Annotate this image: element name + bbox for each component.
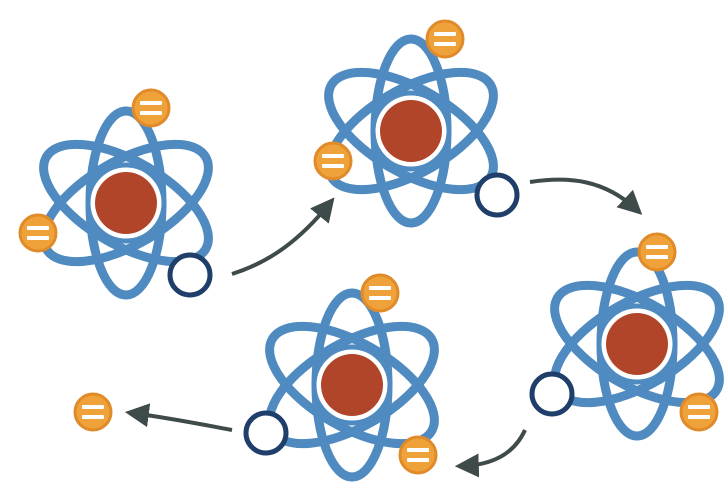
free-electron-icon — [73, 392, 113, 432]
electron-icon — [313, 141, 353, 181]
hole-icon — [167, 252, 213, 298]
arrow-3 — [454, 429, 527, 478]
electron-icon — [679, 392, 719, 432]
electron-icon — [18, 213, 58, 253]
electron-icon — [360, 273, 400, 313]
atom-3 — [529, 232, 725, 436]
electron-icon — [131, 88, 171, 128]
arrow-2 — [529, 177, 643, 215]
electron-icon — [425, 19, 465, 59]
electron-icon — [637, 232, 677, 272]
electron-icon — [398, 435, 438, 475]
hole-icon — [474, 172, 520, 218]
arrow-4 — [124, 403, 233, 432]
atom-4 — [243, 273, 453, 477]
atom-2 — [310, 19, 520, 223]
hole-icon — [243, 410, 289, 456]
arrow-1 — [231, 197, 335, 276]
atom-1 — [18, 88, 227, 298]
hole-icon — [529, 371, 575, 417]
